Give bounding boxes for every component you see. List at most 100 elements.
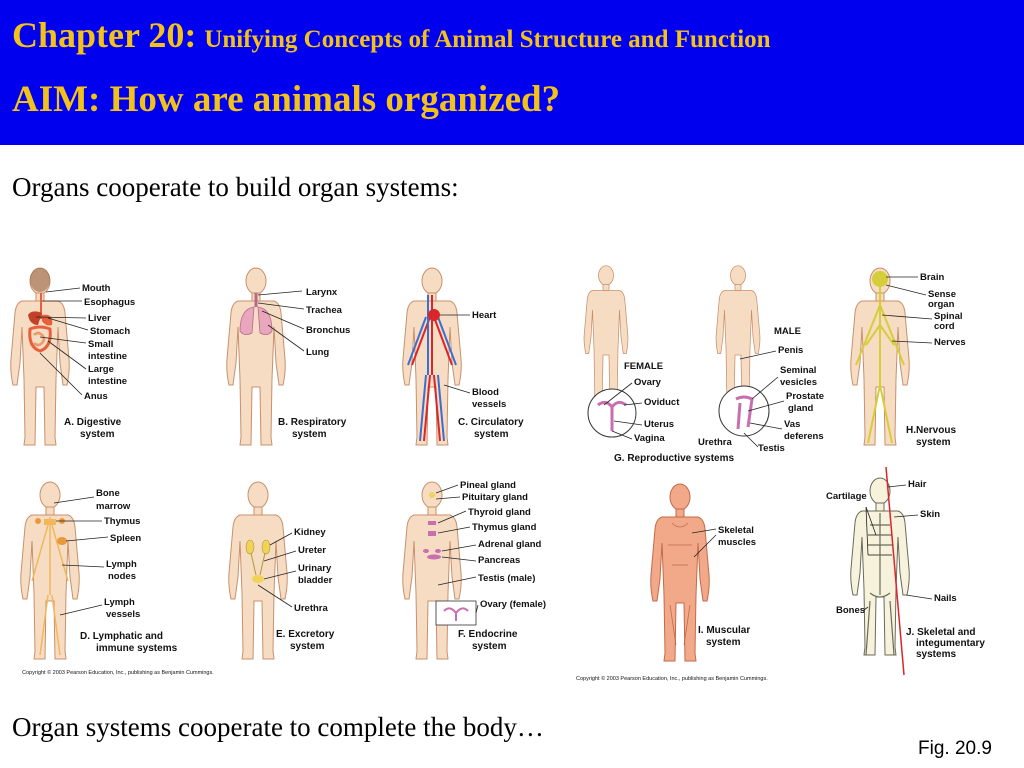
small-intestine-shape	[33, 331, 46, 347]
thymus-gland-shape	[428, 531, 436, 536]
label-urethra: Urethra	[294, 603, 329, 614]
caption-line: systems	[916, 649, 956, 660]
caption-line: system	[80, 429, 115, 440]
adrenal-shape	[435, 549, 441, 553]
large-intestine-shape	[28, 325, 52, 353]
skeleton-lines-shape	[865, 513, 895, 656]
label-lymph: Lymph	[104, 597, 135, 608]
label-sense: Sense	[928, 289, 956, 300]
label-cord: cord	[934, 321, 955, 332]
caption-line: system	[916, 437, 951, 448]
ureter-shape	[250, 552, 266, 576]
label-urethra: Urethra	[698, 437, 733, 448]
label-testis: Testis	[758, 443, 785, 454]
reproductive-system-panel: FEMALE Ovary Oviduct Uterus Vagina MALE …	[583, 265, 824, 464]
label-marrow: marrow	[96, 501, 131, 512]
label-nails: Nails	[934, 593, 957, 604]
brain-shape	[872, 271, 888, 287]
copyright-right: Copyright © 2003 Pearson Education, Inc.…	[576, 675, 768, 682]
male-detail-circle	[718, 385, 770, 437]
label-intestine: intestine	[88, 351, 127, 362]
label-spinal: Spinal	[934, 311, 963, 322]
caption-line: system	[292, 429, 327, 440]
bladder-shape	[252, 575, 264, 583]
aim-question: AIM: How are animals organized?	[12, 79, 561, 120]
caption-line: integumentary	[916, 638, 985, 649]
thyroid-shape	[428, 521, 436, 525]
caption-line: E. Excretory	[276, 629, 335, 640]
adrenal-shape	[423, 549, 429, 553]
muscle-lines-shape	[668, 522, 692, 646]
label-bones: Bones	[836, 605, 865, 616]
caption-line: H.Nervous	[906, 425, 956, 436]
label-ovary: Ovary	[634, 377, 662, 388]
heart-shape	[428, 309, 440, 321]
caption-line: A. Digestive	[64, 417, 122, 428]
lymph-vessels-shape	[31, 517, 69, 656]
nerves-shape	[855, 287, 905, 444]
label-pancreas: Pancreas	[478, 555, 520, 566]
label-larynx: Larynx	[306, 287, 338, 298]
male-organs-shape	[735, 395, 754, 430]
label-organ: organ	[928, 299, 955, 310]
label-vessels: vessels	[106, 609, 140, 620]
label-small: Small	[88, 339, 113, 350]
outro-text: Organ systems cooperate to complete the …	[12, 712, 544, 742]
caption-line: J. Skeletal and	[906, 627, 975, 638]
label-thymus: Thymus	[104, 516, 140, 527]
pineal-shape	[429, 492, 435, 498]
label-male: MALE	[774, 326, 801, 337]
female-body-figure	[583, 265, 629, 399]
label-trachea: Trachea	[306, 305, 343, 316]
caption-line: system	[474, 429, 509, 440]
skeletal-system-panel: Hair Cartilage Skin Bones Nails J. Skele…	[826, 466, 985, 676]
male-body-figure	[715, 265, 761, 399]
label-skin: Skin	[920, 509, 940, 520]
label-adrenal-gland: Adrenal gland	[478, 539, 542, 550]
label-bone: Bone	[96, 488, 120, 499]
label-pineal-gland: Pineal gland	[460, 480, 516, 491]
intro-text: Organs cooperate to build organ systems:	[12, 172, 459, 202]
label-stomach: Stomach	[90, 326, 130, 337]
caption-line: system	[290, 641, 325, 652]
left-lung-shape	[239, 306, 255, 335]
spleen-shape	[57, 537, 67, 545]
label-bladder: bladder	[298, 575, 333, 586]
left-kidney-shape	[245, 539, 255, 555]
pancreas-shape	[427, 554, 441, 560]
caption-line: G. Reproductive systems	[614, 453, 734, 464]
caption-line: I. Muscular	[698, 625, 750, 636]
label-vagina: Vagina	[634, 433, 665, 444]
arteries-shape	[411, 295, 453, 442]
label-testis-male: Testis (male)	[478, 573, 535, 584]
label-kidney: Kidney	[294, 527, 326, 538]
right-kidney-shape	[261, 539, 271, 555]
label-mouth: Mouth	[82, 283, 111, 294]
label-lymph: Lymph	[106, 559, 137, 570]
label-uterus: Uterus	[644, 419, 674, 430]
excretory-system-panel: Kidney Ureter Urinary bladder Urethra E.…	[228, 481, 335, 660]
lymphatic-system-panel: Bone marrow Thymus Spleen Lymph nodes Ly…	[20, 481, 178, 660]
label-vessels: vessels	[472, 399, 506, 410]
caption-line: D. Lymphatic and	[80, 631, 163, 642]
female-organs-shape	[597, 400, 627, 431]
label-cartilage: Cartilage	[826, 491, 867, 502]
label-brain: Brain	[920, 272, 944, 283]
hair-shape	[30, 268, 50, 292]
caption-line: C. Circulatory	[458, 417, 524, 428]
label-seminal: Seminal	[780, 365, 816, 376]
title-banner: Chapter 20:Unifying Concepts of Animal S…	[0, 0, 1024, 145]
label-female: FEMALE	[624, 361, 663, 372]
label-bronchus: Bronchus	[306, 325, 350, 336]
caption-line: immune systems	[96, 643, 178, 654]
caption-line: F. Endocrine	[458, 629, 518, 640]
label-intestine: intestine	[88, 376, 127, 387]
veins-shape	[407, 295, 457, 442]
label-ureter: Ureter	[298, 545, 326, 556]
right-lung-shape	[257, 306, 273, 335]
copyright-left: Copyright © 2003 Pearson Education, Inc.…	[22, 669, 214, 676]
label-large: Large	[88, 364, 114, 375]
caption-line: B. Respiratory	[278, 417, 347, 428]
label-liver: Liver	[88, 313, 111, 324]
label-skeletal: Skeletal	[718, 525, 754, 536]
